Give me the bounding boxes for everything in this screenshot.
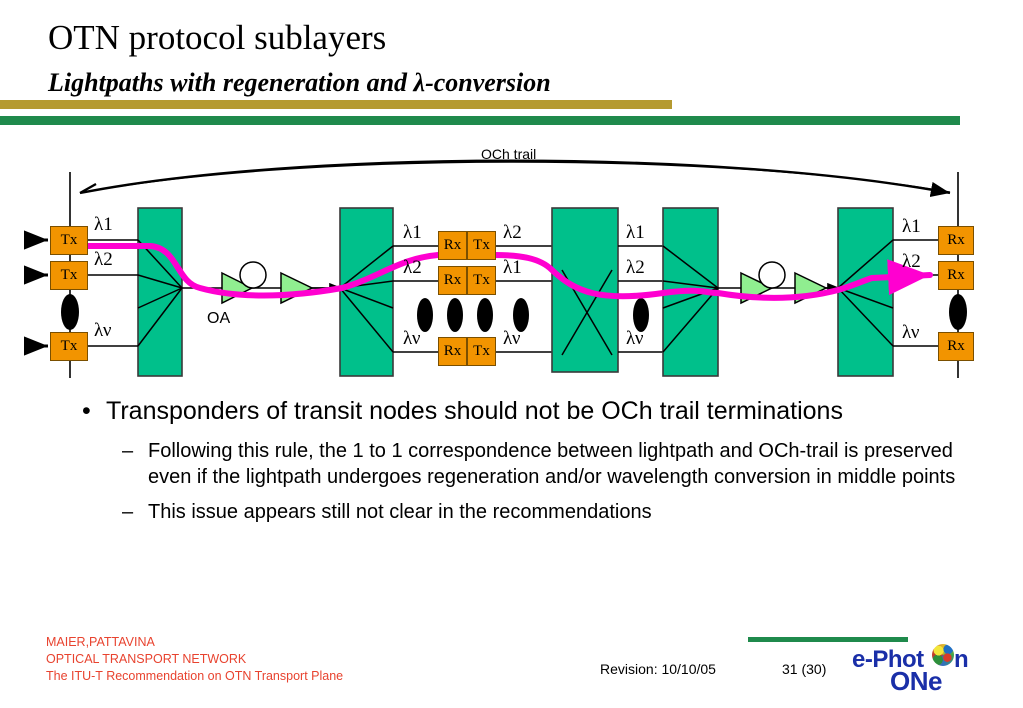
- rx-transponder-2[interactable]: Rx: [938, 261, 974, 290]
- node-demux-dest: [837, 207, 894, 377]
- page-number: 31 (30): [782, 661, 827, 677]
- bullet-marker: •: [82, 397, 91, 425]
- bullet-level2-item: – Following this rule, the 1 to 1 corres…: [60, 438, 960, 490]
- rx-transponder-1[interactable]: Rx: [938, 226, 974, 255]
- tx-transponder-1[interactable]: Tx: [50, 226, 88, 255]
- otn-network-diagram: OCh trail OA Tx Tx Tx λ1 λ2 λν λ1 λ2 λν …: [0, 130, 1023, 395]
- regen-rx-1[interactable]: Rx: [438, 231, 467, 260]
- right-ellipsis: [949, 294, 967, 330]
- globe-icon: [932, 644, 954, 666]
- amplifier-2: [280, 271, 314, 305]
- regen-tx-1[interactable]: Tx: [467, 231, 496, 260]
- bullet-level2-text-1: Following this rule, the 1 to 1 correspo…: [148, 440, 956, 488]
- regen-out-wavelength-1: λ2: [503, 222, 522, 243]
- oxc-out-wavelength-2: λ2: [626, 257, 645, 278]
- regen-ellipsis-row: [417, 298, 529, 332]
- dash-marker: –: [122, 440, 134, 462]
- bullet-level2-item: – This issue appears still not clear in …: [60, 499, 960, 525]
- ephoton-one-logo: e-Phot n ONe: [852, 644, 972, 698]
- tx-transponder-2[interactable]: Tx: [50, 261, 88, 290]
- logo-text-line1: e-Phot: [852, 646, 924, 673]
- bullet-level2-text-2: This issue appears still not clear in th…: [148, 501, 652, 523]
- oxc-out-wavelength-3: λν: [626, 328, 644, 349]
- pump-circle-1: [239, 261, 267, 289]
- dash-marker: –: [122, 501, 134, 523]
- oxc-ellipsis: [633, 298, 649, 332]
- regen-tx-3[interactable]: Tx: [467, 337, 496, 366]
- page-subtitle: Lightpaths with regeneration and λ-conve…: [48, 68, 551, 97]
- regen-out-wavelength-3: λν: [503, 328, 521, 349]
- footer-reference: MAIER,PATTAVINA OPTICAL TRANSPORT NETWOR…: [46, 634, 343, 685]
- wavelength-label-tx-3: λν: [94, 320, 112, 341]
- left-ellipsis: [61, 294, 79, 330]
- regen-rx-3[interactable]: Rx: [438, 337, 467, 366]
- regen-out-wavelength-2: λ1: [503, 257, 522, 278]
- wavelength-label-rx-3: λν: [902, 322, 920, 343]
- logo-text-line1-tail: n: [954, 646, 969, 673]
- bullet-level1: • Transponders of transit nodes should n…: [60, 396, 960, 426]
- och-trail-label: OCh trail: [481, 146, 537, 162]
- regen-in-wavelength-1: λ1: [403, 222, 422, 243]
- diagram-canvas: [24, 159, 967, 378]
- bullet-level1-text: Transponders of transit nodes should not…: [106, 397, 843, 425]
- bullet-level2-list: – Following this rule, the 1 to 1 corres…: [60, 438, 960, 525]
- wavelength-label-tx-2: λ2: [94, 249, 113, 270]
- och-trail-arc: [79, 159, 951, 198]
- page-title: OTN protocol sublayers: [48, 18, 387, 57]
- pump-circle-2: [758, 261, 786, 289]
- wavelength-label-tx-1: λ1: [94, 214, 113, 235]
- green-divider: [0, 116, 960, 125]
- lightpath-route: [85, 243, 933, 301]
- footer-subtitle: The ITU-T Recommendation on OTN Transpor…: [46, 669, 344, 683]
- oa-label: OA: [207, 310, 231, 327]
- body-content: • Transponders of transit nodes should n…: [60, 396, 960, 525]
- footer-course: OPTICAL TRANSPORT NETWORK: [46, 652, 247, 666]
- oxc-out-wavelength-1: λ1: [626, 222, 645, 243]
- gold-divider: [0, 100, 672, 109]
- node-demux-regen: [339, 207, 394, 377]
- wavelength-label-rx-1: λ1: [902, 216, 921, 237]
- regen-rx-2[interactable]: Rx: [438, 266, 467, 295]
- revision-label: Revision: 10/10/05: [600, 661, 716, 677]
- logo-divider: [748, 637, 908, 642]
- regen-in-wavelength-3: λν: [403, 328, 421, 349]
- node-mux-source: [137, 207, 183, 377]
- regen-tx-2[interactable]: Tx: [467, 266, 496, 295]
- logo-text-line2: ONe: [890, 666, 942, 696]
- tx-transponder-3[interactable]: Tx: [50, 332, 88, 361]
- rx-transponder-3[interactable]: Rx: [938, 332, 974, 361]
- wavelength-label-rx-2: λ2: [902, 251, 921, 272]
- footer-authors: MAIER,PATTAVINA: [46, 635, 155, 649]
- regen-in-wavelength-2: λ2: [403, 257, 422, 278]
